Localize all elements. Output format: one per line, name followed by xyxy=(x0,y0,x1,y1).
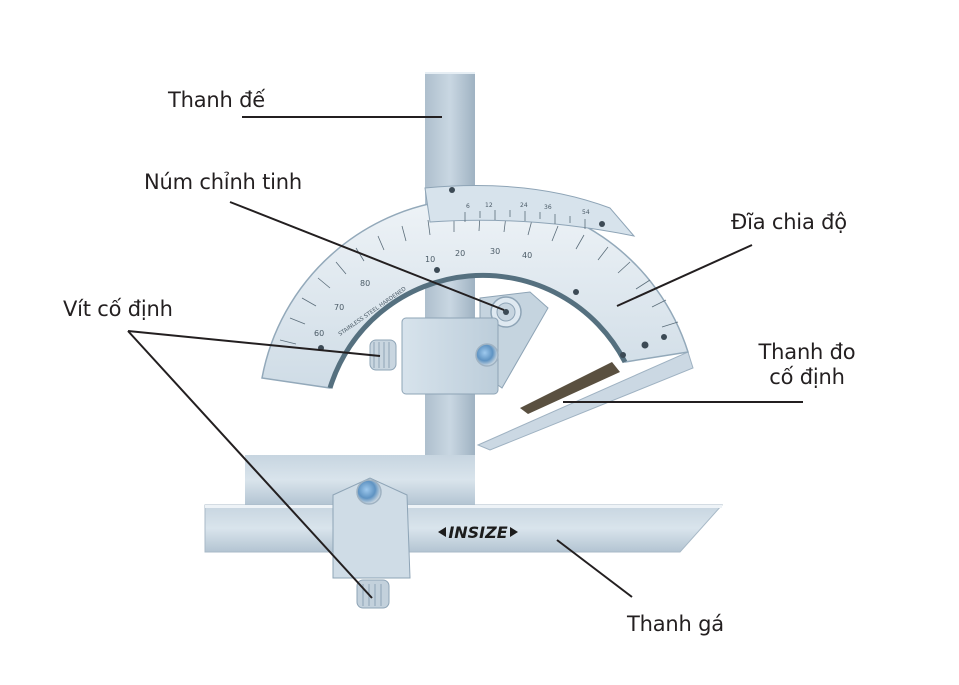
label-thanh-do-line1: Thanh đo xyxy=(758,340,856,364)
dial-numbers: 10 20 30 40 80 70 60 xyxy=(314,247,532,338)
leader-lines xyxy=(127,116,803,599)
svg-text:36: 36 xyxy=(544,204,552,211)
insize-logo: INSIZE xyxy=(438,523,518,542)
clamp-block xyxy=(369,317,499,395)
svg-text:10: 10 xyxy=(425,255,435,264)
svg-text:30: 30 xyxy=(490,247,500,256)
svg-text:12: 12 xyxy=(485,202,493,209)
label-thanh-do-co-dinh: Thanh đo cố định xyxy=(752,340,862,390)
svg-text:6: 6 xyxy=(466,203,470,210)
svg-text:INSIZE: INSIZE xyxy=(448,523,507,542)
leader-vit-co-dinh-2 xyxy=(127,330,373,599)
label-thanh-ga: Thanh gá xyxy=(627,612,724,636)
svg-text:24: 24 xyxy=(520,202,528,209)
label-num-chinh-tinh: Núm chỉnh tinh xyxy=(144,170,303,194)
label-thanh-do-line2: cố định xyxy=(769,365,845,390)
svg-text:20: 20 xyxy=(455,249,465,258)
dial-ticks xyxy=(279,214,679,345)
leader-num-chinh-tinh xyxy=(229,201,505,311)
svg-text:80: 80 xyxy=(360,279,370,288)
leader-thanh-ga xyxy=(556,539,633,598)
label-vit-co-dinh: Vít cố định xyxy=(63,297,173,321)
lower-clamp xyxy=(332,477,411,609)
dial-rivets xyxy=(318,267,667,358)
label-dia-chia-do: Đĩa chia độ xyxy=(731,210,847,234)
leader-vit-co-dinh-1 xyxy=(127,330,381,357)
svg-text:40: 40 xyxy=(522,251,532,260)
vernier-plate: 6 12 24 36 54 xyxy=(424,185,636,237)
label-thanh-de: Thanh đế xyxy=(168,88,265,112)
base-blade xyxy=(425,72,475,510)
svg-text:70: 70 xyxy=(334,303,344,312)
svg-text:60: 60 xyxy=(314,329,324,338)
svg-text:54: 54 xyxy=(582,209,590,216)
leader-dia-chia-do xyxy=(616,244,753,307)
